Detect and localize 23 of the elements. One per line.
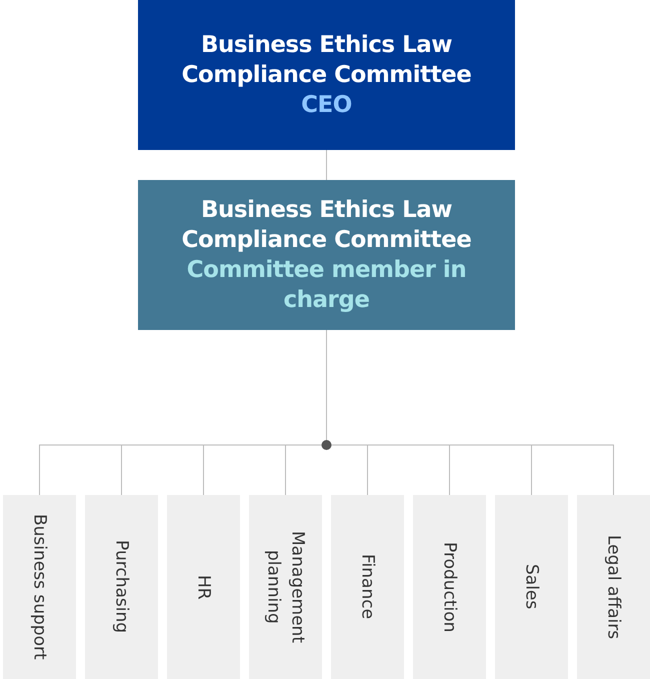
department-box bbox=[249, 495, 322, 679]
connector-line bbox=[326, 150, 327, 180]
department-label: HR bbox=[192, 574, 214, 600]
committee-box bbox=[138, 180, 515, 330]
department-label: Legal affairs bbox=[602, 534, 624, 640]
role-label: CEO bbox=[301, 91, 352, 120]
department-box bbox=[167, 495, 240, 679]
department-box bbox=[3, 495, 76, 679]
department-label: Business support bbox=[28, 514, 50, 660]
department-label: Purchasing bbox=[110, 540, 132, 634]
committee-title: Business Ethics Law Compliance Committee bbox=[180, 31, 472, 90]
department-box bbox=[495, 495, 568, 679]
department-box bbox=[413, 495, 486, 679]
committee-box bbox=[138, 0, 515, 150]
department-label: Finance bbox=[356, 554, 378, 620]
department-box bbox=[85, 495, 158, 679]
department-label: Sales bbox=[520, 564, 542, 610]
department-label: Production bbox=[438, 542, 460, 632]
role-label: Committee member in charge bbox=[186, 256, 468, 315]
department-box bbox=[577, 495, 650, 679]
committee-title: Business Ethics Law Compliance Committee bbox=[180, 196, 472, 255]
department-label: Management planning bbox=[262, 530, 308, 645]
department-box bbox=[331, 495, 404, 679]
